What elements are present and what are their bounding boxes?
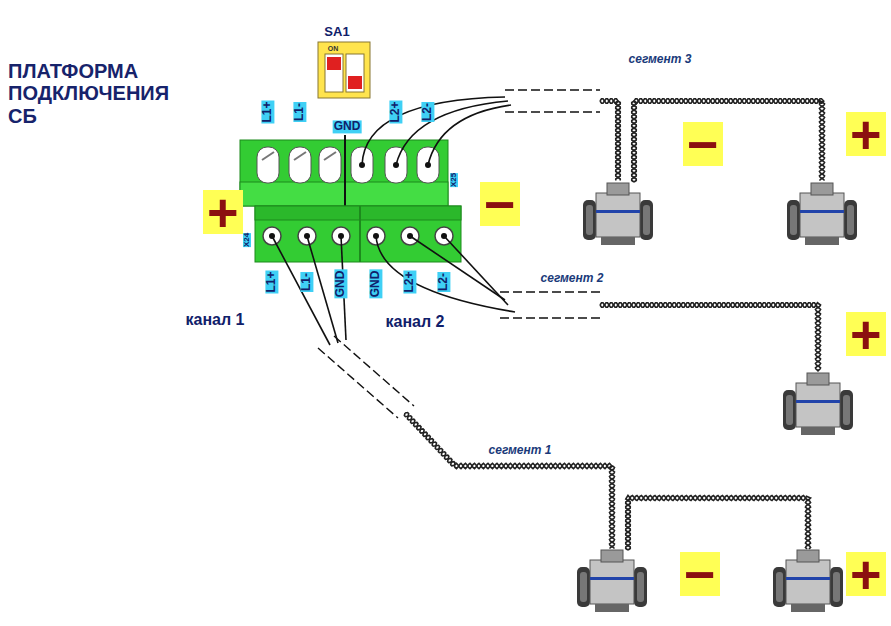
terminal-name: GND	[369, 270, 382, 299]
terminal-name: L2+	[389, 100, 402, 123]
polarity-sign: +	[203, 190, 243, 234]
switch-marking: ON	[328, 45, 339, 52]
device	[783, 373, 853, 435]
segment-label: сегмент 1	[487, 444, 554, 457]
terminal-name: L1-	[293, 102, 306, 122]
label-slot: L1+	[265, 270, 278, 293]
twisted-wire	[600, 303, 821, 371]
switch-name: SA1	[324, 25, 349, 38]
label-slot: X25	[450, 173, 458, 187]
device	[787, 183, 857, 245]
twisted-wire	[632, 99, 825, 182]
label-slot: L2-	[421, 102, 434, 122]
label-slot: сегмент 1	[487, 444, 554, 457]
label-slot: канал 1	[186, 311, 245, 329]
twisted-wire	[404, 413, 614, 549]
terminal-name: L2-	[421, 102, 434, 122]
label-slot: GND	[369, 270, 382, 299]
polarity-symbol: +	[850, 552, 882, 596]
label-slot: сегмент 3	[627, 53, 694, 66]
terminal-name: L1-	[300, 272, 313, 292]
polarity-symbol: −	[684, 552, 716, 596]
terminal-name: L1+	[261, 100, 274, 123]
dip-switch	[318, 42, 370, 98]
polarity-sign: +	[846, 112, 886, 156]
label-slot: GND	[333, 120, 362, 133]
field-devices	[577, 183, 857, 612]
terminal-name: GND	[333, 120, 362, 133]
twisted-pair	[404, 99, 824, 550]
connector-name: X25	[450, 173, 458, 187]
twisted-wire	[600, 99, 620, 181]
polarity-sign: −	[480, 182, 520, 226]
connector-name: X24	[243, 233, 251, 247]
device	[773, 550, 843, 612]
polarity-symbol: −	[687, 122, 719, 166]
segment-label: сегмент 2	[539, 272, 606, 285]
polarity-sign: +	[846, 552, 886, 596]
terminal-name: L2+	[403, 270, 416, 293]
label-slot: L1+	[261, 100, 274, 123]
label-slot: X24	[243, 233, 251, 247]
polarity-sign: −	[680, 552, 720, 596]
polarity-symbol: +	[850, 312, 882, 356]
polarity-sign: −	[683, 122, 723, 166]
twisted-wire	[600, 99, 620, 181]
label-slot: сегмент 2	[539, 272, 606, 285]
polarity-sign: +	[846, 312, 886, 356]
platform-title: ПЛАТФОРМА ПОДКЛЮЧЕНИЯ СБ	[8, 60, 183, 127]
label-slot: L2+	[389, 100, 402, 123]
platform-board	[0, 0, 485, 330]
twisted-wire	[632, 99, 825, 182]
wires	[272, 97, 515, 345]
label-slot: канал 2	[386, 313, 445, 331]
polarity-symbol: +	[207, 190, 239, 234]
twisted-wire	[626, 495, 811, 550]
device	[583, 183, 653, 245]
label-slot: SA1	[324, 25, 349, 38]
segment-label: сегмент 3	[627, 53, 694, 66]
twisted-wire	[626, 495, 811, 550]
channel-label: канал 2	[386, 313, 445, 331]
label-slot: L1-	[293, 102, 306, 122]
label-slot: ON	[328, 45, 339, 52]
twisted-wire	[600, 303, 821, 371]
polarity-symbol: +	[850, 112, 882, 156]
cable-shield	[318, 90, 600, 418]
label-slot: L2-	[437, 272, 450, 292]
label-slot: GND	[334, 270, 347, 299]
label-slot: L2+	[403, 270, 416, 293]
channel-label: канал 1	[186, 311, 245, 329]
twisted-wire	[405, 413, 615, 549]
terminal-block	[255, 206, 461, 262]
terminal-name: L1+	[265, 270, 278, 293]
polarity-symbol: −	[484, 182, 516, 226]
terminal-block	[240, 135, 448, 206]
label-slot: L1-	[300, 272, 313, 292]
terminal-name: GND	[334, 270, 347, 299]
terminal-name: L2-	[437, 272, 450, 292]
device	[577, 550, 647, 612]
wire-dots	[269, 162, 447, 239]
